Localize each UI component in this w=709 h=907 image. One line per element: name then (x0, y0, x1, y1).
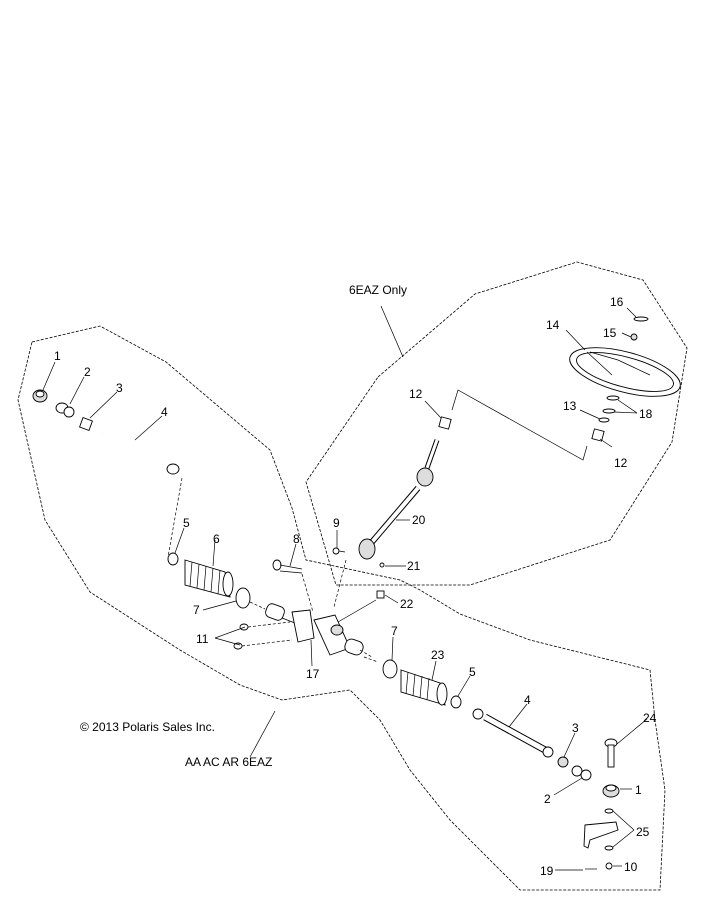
part-11-bolts (233, 621, 293, 650)
callout-14: 14 (546, 318, 560, 332)
part-16-cap (633, 316, 649, 322)
callout-12-lower: 12 (614, 456, 628, 470)
connector (301, 573, 314, 613)
note-6eaz-only: 6EAZ Only (349, 283, 407, 297)
callout-13: 13 (563, 399, 577, 413)
callout-5-right: 5 (469, 665, 476, 679)
part-4-tie-rod-right (472, 708, 554, 758)
part-7-ring-left (235, 587, 251, 609)
part-12-bushing-upper (438, 416, 452, 430)
assembly-outline-main (17, 325, 666, 891)
part-3-bushing-left (79, 417, 93, 431)
callout-7-right: 7 (391, 624, 398, 638)
callout-2: 2 (84, 365, 91, 379)
callout-7: 7 (193, 603, 200, 617)
part-18-hardware (602, 395, 620, 414)
callout-leaders (42, 307, 648, 871)
part-23-boot-right (400, 669, 448, 706)
connector (167, 477, 183, 558)
callout-1: 1 (54, 349, 61, 363)
part-25-washers-bracket (583, 808, 619, 851)
connector (363, 656, 379, 663)
callout-20: 20 (412, 513, 426, 527)
callout-23: 23 (431, 648, 445, 662)
leader-model-codes (249, 710, 276, 758)
part-8-bolt (272, 559, 303, 574)
callout-11: 11 (196, 632, 209, 646)
part-1-nut-right (602, 784, 620, 798)
assembly-outline-6eaz (305, 261, 688, 586)
callout-3-right: 3 (572, 721, 579, 735)
part-24-bolt (604, 738, 618, 768)
callout-5: 5 (183, 516, 190, 530)
callout-9: 9 (333, 516, 340, 530)
part-7-ring-right (382, 659, 398, 679)
callout-18: 18 (639, 407, 653, 421)
callout-6: 6 (213, 532, 220, 546)
part-13-washer (598, 417, 610, 423)
callout-21: 21 (407, 559, 421, 573)
part-10-nut (605, 862, 613, 870)
connector (333, 559, 347, 608)
part-21-nut (379, 562, 385, 568)
callout-8: 8 (293, 532, 300, 546)
callout-3: 3 (116, 381, 123, 395)
connector (451, 389, 588, 461)
part-3-bushing-right (557, 756, 569, 768)
part-2-clip-right (571, 765, 592, 781)
callout-24: 24 (643, 711, 657, 725)
callout-10: 10 (624, 860, 638, 874)
callout-17: 17 (306, 667, 320, 681)
leader-6eaz (380, 305, 404, 358)
part-12-bushing-lower (591, 428, 605, 442)
part-9-pin (332, 547, 346, 555)
callout-4: 4 (161, 405, 168, 419)
connector (249, 601, 266, 610)
callout-1-right: 1 (635, 783, 642, 797)
callout-2-right: 2 (544, 792, 551, 806)
callout-16: 16 (610, 295, 624, 309)
part-5-clamp-right (450, 695, 462, 709)
part-20-steering-shaft (358, 439, 440, 560)
callout-12-upper: 12 (409, 387, 423, 401)
callout-19: 19 (540, 864, 554, 878)
part-22-nut (376, 590, 385, 599)
callout-25: 25 (636, 825, 650, 839)
connector (359, 649, 373, 658)
part-1-nut-left (32, 389, 48, 403)
copyright-text: © 2013 Polaris Sales Inc. (80, 720, 215, 734)
callout-4-right: 4 (524, 693, 531, 707)
part-5-clamp-left (167, 552, 179, 566)
part-15-nut (630, 333, 638, 341)
part-14-steering-wheel (569, 347, 681, 397)
part-2-clip-left (55, 402, 75, 418)
callout-15: 15 (603, 326, 617, 340)
model-codes-text: AA AC AR 6EAZ (185, 755, 272, 769)
callout-22: 22 (400, 597, 414, 611)
connector (337, 599, 377, 623)
part-17-steering-rack (265, 603, 364, 656)
part-6-boot-left (184, 559, 234, 598)
part-4-tie-rod-left (100, 430, 180, 475)
